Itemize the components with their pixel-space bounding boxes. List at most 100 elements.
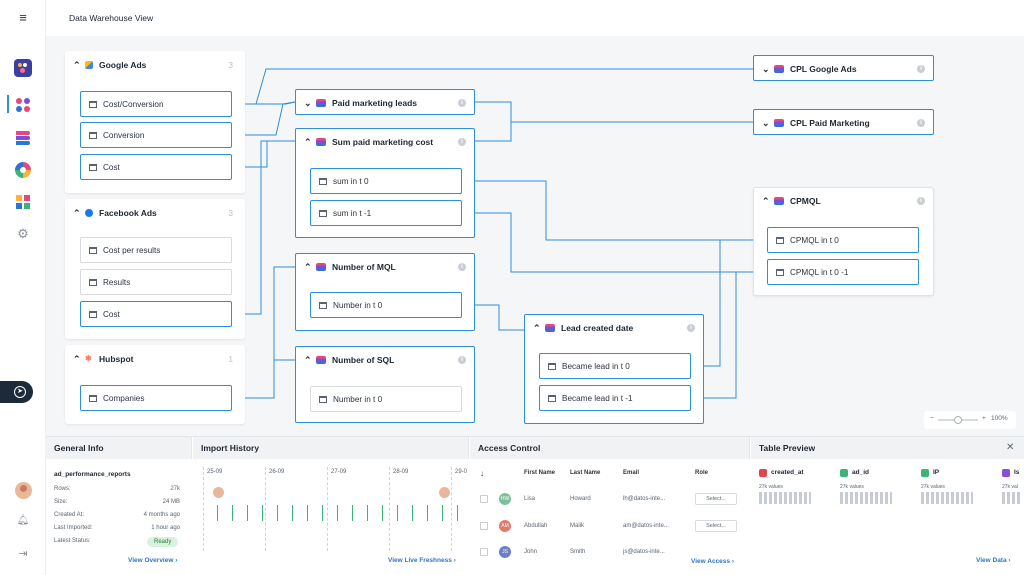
source-header[interactable]: ⌃ Facebook Ads 3 — [65, 199, 245, 227]
info-icon[interactable]: i — [458, 99, 466, 107]
last-name: Malik — [570, 523, 585, 529]
metric-icon — [774, 65, 784, 73]
row-checkbox[interactable] — [480, 522, 488, 530]
table-icon — [89, 278, 97, 286]
field-facebook-results[interactable]: Results — [80, 269, 232, 295]
column-name[interactable]: ad_id — [852, 469, 869, 476]
settings-icon[interactable]: ⚙ — [17, 226, 29, 241]
chart-icon[interactable] — [15, 162, 31, 178]
table-icon — [89, 100, 97, 108]
graph-canvas[interactable]: ⌃ Google Ads 3 ⌃ Facebook Ads 3 ⌃ ✱ Hubs… — [46, 36, 1024, 436]
field-hubspot-companies[interactable]: Companies — [80, 385, 232, 411]
import-tick — [307, 505, 308, 521]
role-select[interactable]: Select... — [695, 520, 737, 532]
column-name[interactable]: Is — [1014, 469, 1020, 476]
table-icon — [319, 395, 327, 403]
connector-line — [691, 271, 767, 399]
distribution-bars — [1002, 492, 1022, 504]
distribution-bars — [759, 492, 811, 504]
field-google-cost-conversion[interactable]: Cost/Conversion — [80, 91, 232, 117]
chevron-up-icon[interactable]: ⌃ — [73, 59, 81, 70]
column-header[interactable]: Email — [623, 470, 640, 476]
zoom-out-button[interactable]: − — [930, 415, 934, 422]
import-tick — [322, 505, 323, 521]
info-icon[interactable]: i — [458, 356, 466, 364]
field-mql-t0[interactable]: Number in t 0 — [310, 292, 462, 318]
field-label: Results — [103, 277, 131, 287]
field-cpmql-t0-1[interactable]: CPMQL in t 0 -1 — [767, 259, 919, 285]
field-google-cost[interactable]: Cost — [80, 154, 232, 180]
view-overview-link[interactable]: View Overview › — [128, 557, 178, 564]
chevron-up-icon[interactable]: ⌃ — [533, 322, 541, 333]
chevron-up-icon[interactable]: ⌃ — [304, 354, 312, 365]
info-icon[interactable]: i — [458, 138, 466, 146]
connector-line — [462, 304, 524, 331]
view-data-link[interactable]: View Data › — [976, 557, 1011, 564]
zoom-in-button[interactable]: + — [982, 415, 986, 422]
chevron-down-icon[interactable]: ⌄ — [762, 63, 770, 74]
info-icon[interactable]: i — [917, 65, 925, 73]
info-icon[interactable]: i — [917, 119, 925, 127]
source-header[interactable]: ⌃ ✱ Hubspot 1 — [65, 345, 245, 373]
column-name[interactable]: created_at — [771, 469, 804, 476]
column-value-count: 27k values — [921, 484, 945, 490]
field-cpmql-t0[interactable]: CPMQL in t 0 — [767, 227, 919, 253]
column-header[interactable]: Role — [695, 470, 709, 476]
field-sum-t-1[interactable]: sum in t -1 — [310, 200, 462, 226]
info-icon[interactable]: i — [687, 324, 695, 332]
chevron-up-icon[interactable]: ⌃ — [304, 261, 312, 272]
column-header[interactable]: Last Name — [570, 470, 601, 476]
send-icon[interactable]: ➤ — [0, 381, 33, 403]
field-sum-t0[interactable]: sum in t 0 — [310, 168, 462, 194]
chevron-up-icon[interactable]: ⌃ — [73, 207, 81, 218]
dashboard-icon[interactable] — [15, 130, 31, 146]
bell-icon[interactable]: 🔔︎ — [16, 515, 30, 526]
field-lead-t0[interactable]: Became lead in t 0 — [539, 353, 691, 379]
logout-icon[interactable]: ⇥ — [18, 548, 28, 560]
workspace-icon[interactable] — [15, 97, 31, 113]
source-header[interactable]: ⌃ Google Ads 3 — [65, 51, 245, 79]
field-facebook-cost-per-results[interactable]: Cost per results — [80, 237, 232, 263]
history-date: 25-09 — [207, 469, 223, 475]
metric-icon — [316, 99, 326, 107]
first-name: John — [524, 549, 538, 555]
user-avatar[interactable] — [15, 482, 32, 499]
role-select[interactable]: Select... — [695, 493, 737, 505]
sort-arrow-icon[interactable]: ↓ — [480, 469, 484, 478]
info-icon[interactable]: i — [458, 263, 466, 271]
import-tick — [292, 505, 293, 521]
field-label: Cost — [103, 309, 120, 319]
import-tick — [262, 505, 263, 521]
zoom-slider-handle[interactable] — [954, 416, 962, 424]
column-header[interactable]: First Name — [524, 470, 556, 476]
app-logo-icon[interactable] — [14, 59, 32, 77]
row-checkbox[interactable] — [480, 495, 488, 503]
grid-icon[interactable] — [15, 194, 31, 210]
field-label: Became lead in t 0 — [562, 361, 630, 371]
chevron-down-icon[interactable]: ⌄ — [762, 117, 770, 128]
connector-line — [232, 140, 295, 315]
view-access-link[interactable]: View Access › — [689, 557, 736, 566]
chevron-up-icon[interactable]: ⌃ — [304, 136, 312, 147]
chevron-up-icon[interactable]: ⌃ — [73, 353, 81, 364]
chevron-up-icon[interactable]: ⌃ — [762, 195, 770, 206]
chevron-down-icon[interactable]: ⌄ — [304, 97, 312, 108]
field-label: sum in t 0 — [333, 176, 369, 186]
top-bar: Data Warehouse View — [46, 0, 1024, 36]
field-google-conversion[interactable]: Conversion — [80, 122, 232, 148]
column-name[interactable]: IP — [933, 469, 940, 476]
view-live-freshness-link[interactable]: View Live Freshness › — [388, 557, 456, 564]
field-facebook-cost[interactable]: Cost — [80, 301, 232, 327]
row-checkbox[interactable] — [480, 548, 488, 556]
info-icon[interactable]: i — [917, 197, 925, 205]
field-lead-t-1[interactable]: Became lead in t -1 — [539, 385, 691, 411]
menu-icon[interactable]: ≡ — [19, 10, 27, 25]
close-icon[interactable]: ✕ — [1006, 442, 1015, 453]
field-sql-t0[interactable]: Number in t 0 — [310, 386, 462, 412]
zoom-slider[interactable] — [938, 416, 978, 424]
page-title: Data Warehouse View — [69, 13, 154, 23]
table-icon — [319, 209, 327, 217]
